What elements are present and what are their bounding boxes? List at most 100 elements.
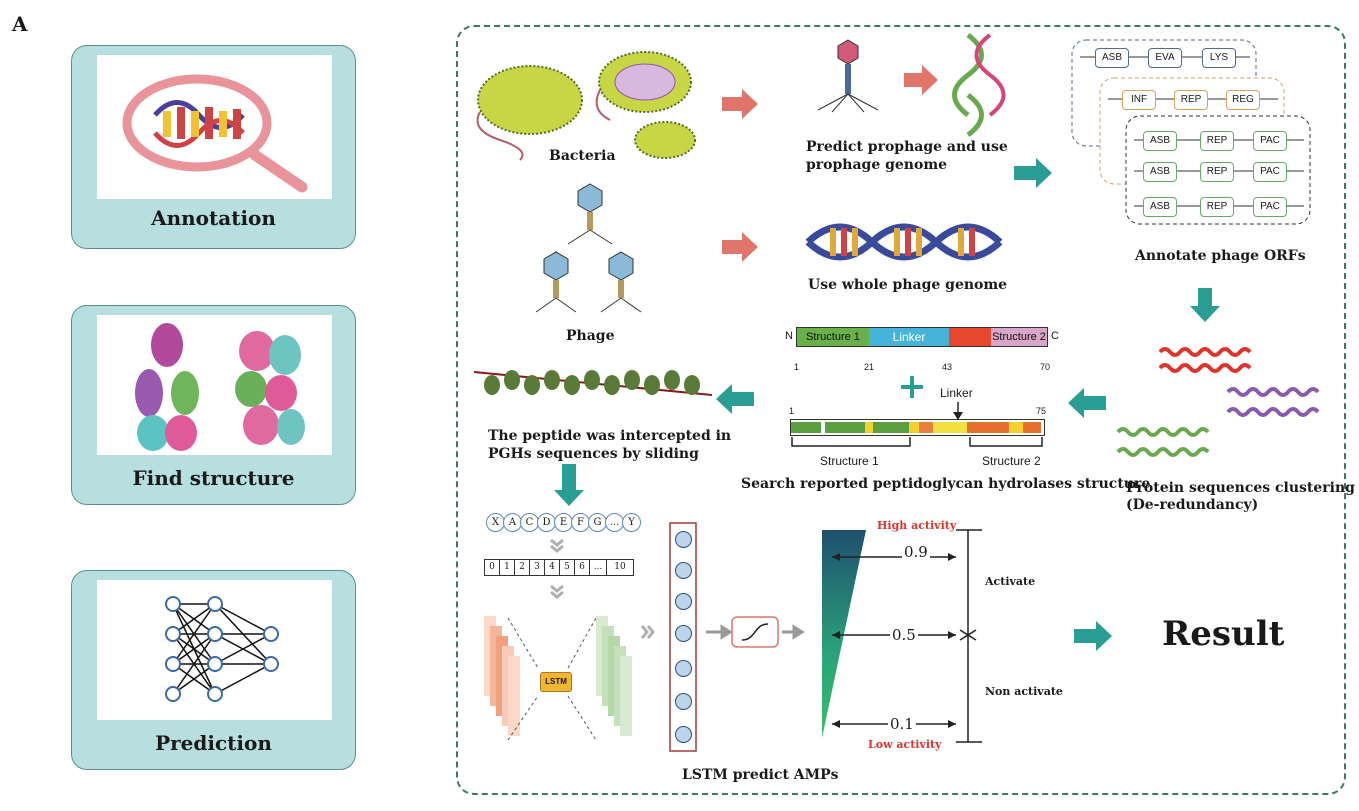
phage-group-icon bbox=[543, 183, 634, 281]
protein-cluster-icon bbox=[1116, 347, 1320, 457]
sigmoid-icon bbox=[731, 616, 779, 648]
long-bar-end: 75 bbox=[1036, 406, 1047, 416]
clustering-label-1: Protein sequences clustering bbox=[1126, 480, 1355, 496]
sequence-letter: G bbox=[588, 513, 607, 532]
lstm-output-node bbox=[675, 593, 692, 610]
index-cell: 1 bbox=[500, 560, 515, 575]
orf-box: PAC bbox=[1253, 162, 1287, 182]
lstm-output-node bbox=[675, 531, 692, 548]
orf-box: ASB bbox=[1143, 131, 1177, 151]
long-bar-segment-2 bbox=[825, 422, 865, 433]
dna-helix-icon bbox=[952, 32, 1006, 138]
orf-box: ASB bbox=[1143, 197, 1177, 217]
orf-box: REP bbox=[1200, 197, 1234, 217]
long-bar-segment-8 bbox=[967, 422, 1009, 433]
index-cell: 0 bbox=[485, 560, 500, 575]
sequence-letter: E bbox=[554, 513, 573, 532]
pos-43: 43 bbox=[942, 362, 953, 372]
result-label: Result bbox=[1162, 614, 1285, 654]
structure-illustration bbox=[97, 315, 332, 455]
index-cell: 4 bbox=[545, 560, 560, 575]
long-bar-structure1: Structure 1 bbox=[820, 454, 879, 468]
orf-box: PAC bbox=[1253, 131, 1287, 151]
long-bar-segment-1 bbox=[791, 422, 821, 433]
annotation-card: Annotation bbox=[71, 45, 356, 249]
lstm-output-node bbox=[675, 693, 692, 710]
orf-box: REP bbox=[1200, 162, 1234, 182]
long-bar bbox=[790, 419, 1045, 436]
annotation-illustration bbox=[97, 55, 332, 199]
pgh-helix-icon bbox=[473, 370, 713, 396]
workflow-frame bbox=[456, 25, 1346, 795]
whole-genome-label: Use whole phage genome bbox=[808, 277, 1008, 293]
panel-letter: A bbox=[12, 12, 28, 36]
orf-box: ASB bbox=[1143, 162, 1177, 182]
index-cell: ... bbox=[590, 560, 607, 575]
pos-70: 70 bbox=[1040, 362, 1051, 372]
lstm-block: LSTM bbox=[540, 672, 572, 692]
long-bar-linker-label: Linker bbox=[940, 386, 973, 400]
sequence-index-row: 0 1 2 3 4 5 6 ... 10 bbox=[484, 559, 634, 576]
orf-box: REG bbox=[1226, 90, 1260, 110]
structure-caption: Find structure bbox=[132, 466, 295, 490]
neural-network-icon bbox=[165, 596, 279, 702]
index-cell: 2 bbox=[515, 560, 530, 575]
orf-box: REP bbox=[1174, 90, 1208, 110]
pos-1: 1 bbox=[794, 362, 800, 372]
threshold-01: 0.1 bbox=[888, 715, 916, 733]
protein-structure-icon bbox=[135, 323, 305, 451]
lstm-output-node bbox=[675, 660, 692, 677]
structure-bar-n: N bbox=[785, 330, 793, 342]
linker-segment: Linker bbox=[869, 328, 949, 346]
structure-card: Find structure bbox=[71, 305, 356, 505]
long-bar-start: 1 bbox=[789, 406, 795, 416]
bacteria-label: Bacteria bbox=[549, 148, 616, 164]
long-bar-segment-9 bbox=[1009, 422, 1023, 433]
long-bar-segment-6 bbox=[919, 422, 933, 433]
long-bar-segment-4 bbox=[873, 422, 909, 433]
index-cell: 5 bbox=[560, 560, 575, 575]
prediction-card: Prediction bbox=[71, 570, 356, 770]
threshold-09: 0.9 bbox=[902, 543, 930, 561]
activate-label: Activate bbox=[985, 575, 1036, 588]
red-segment bbox=[949, 328, 991, 346]
predict-prophage-label-1: Predict prophage and use bbox=[806, 139, 1008, 155]
threshold-05: 0.5 bbox=[890, 626, 918, 644]
orf-box: REP bbox=[1200, 131, 1234, 151]
conv-layer-left bbox=[484, 616, 520, 736]
magnifier-dna-icon bbox=[122, 74, 308, 193]
structure2-segment: Structure 2 bbox=[991, 328, 1047, 346]
bacteria-icon bbox=[476, 51, 696, 161]
long-bar-structure2: Structure 2 bbox=[982, 454, 1041, 468]
teal-arrows bbox=[554, 158, 1220, 651]
search-structure-label: Search reported peptidoglycan hydrolases… bbox=[741, 476, 1151, 492]
long-bar-segment-3 bbox=[865, 422, 873, 433]
predict-prophage-label-2: prophage genome bbox=[806, 157, 948, 173]
orf-box: EVA bbox=[1148, 48, 1182, 68]
annotate-orfs-label: Annotate phage ORFs bbox=[1135, 248, 1306, 264]
lstm-output-node bbox=[675, 625, 692, 642]
low-activity-label: Low activity bbox=[868, 738, 942, 751]
structure-bar-c: C bbox=[1051, 330, 1059, 342]
orf-box: LYS bbox=[1202, 48, 1236, 68]
pos-21: 21 bbox=[864, 362, 875, 372]
long-bar-segment-5 bbox=[909, 422, 919, 433]
structure1-segment: Structure 1 bbox=[797, 328, 869, 346]
long-bar-segment-10 bbox=[1023, 422, 1041, 433]
high-activity-label: High activity bbox=[877, 519, 957, 532]
lstm-predict-label: LSTM predict AMPs bbox=[682, 767, 839, 783]
prediction-illustration bbox=[97, 580, 332, 720]
intercepted-label-1: The peptide was intercepted in bbox=[488, 428, 732, 444]
prediction-caption: Prediction bbox=[155, 731, 272, 755]
index-cell: 6 bbox=[575, 560, 590, 575]
clustering-label-2: (De-redundancy) bbox=[1126, 497, 1259, 513]
sequence-letter: Y bbox=[622, 513, 641, 532]
orf-box: PAC bbox=[1253, 197, 1287, 217]
index-cell: 10 bbox=[614, 562, 626, 572]
long-bar-segment-7 bbox=[933, 422, 967, 433]
activity-gradient bbox=[822, 530, 866, 738]
whole-genome-dna-icon bbox=[805, 223, 1003, 261]
conv-layer-right bbox=[596, 616, 632, 736]
phage-label: Phage bbox=[566, 328, 615, 344]
index-cell: 3 bbox=[530, 560, 545, 575]
